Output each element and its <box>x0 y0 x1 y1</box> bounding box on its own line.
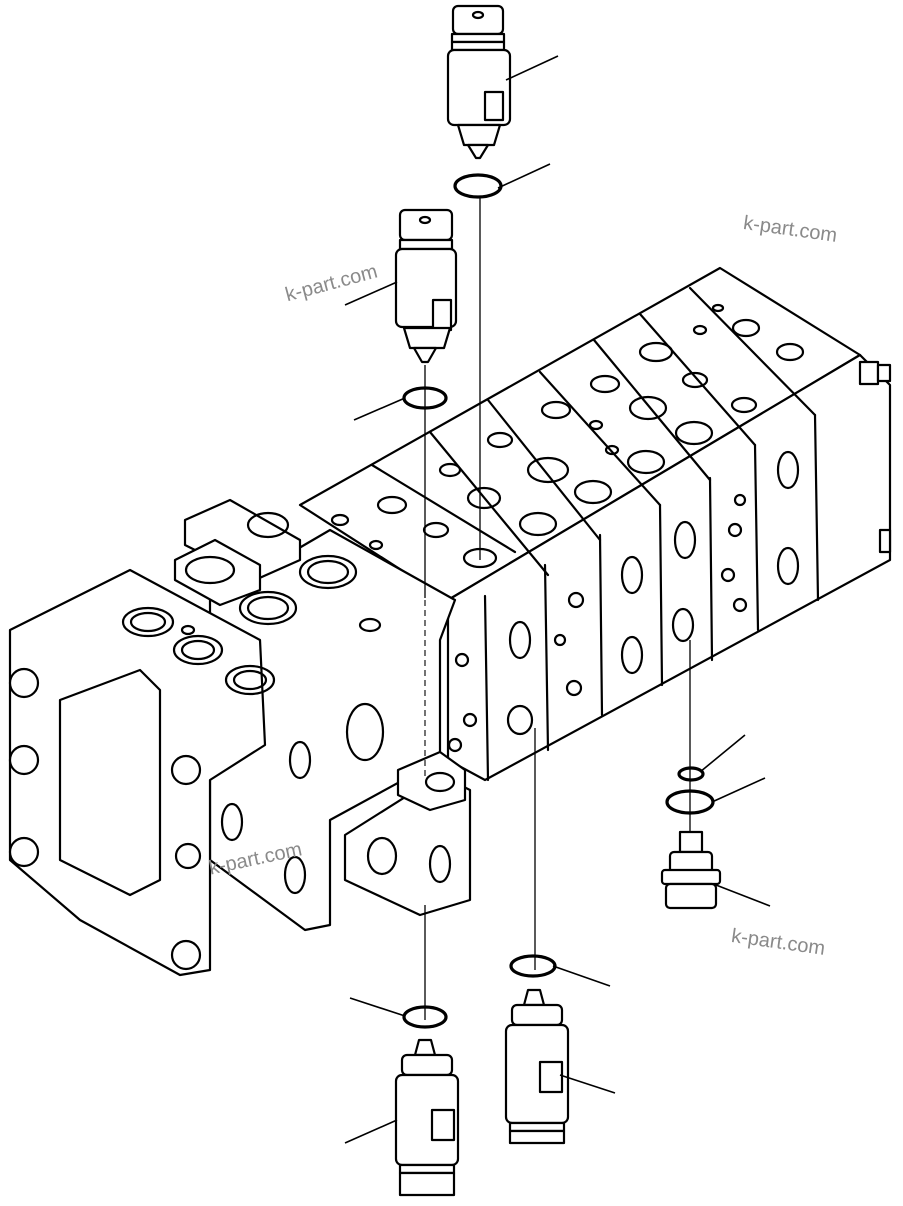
o-ring-small <box>677 766 705 782</box>
control-valve-body <box>8 266 892 977</box>
leader-lines <box>344 55 771 1144</box>
relief-valve-top <box>446 4 512 160</box>
relief-valve-bottom-left <box>394 1038 460 1197</box>
relief-valve-upper-left <box>394 208 458 364</box>
o-ring-5 <box>402 1005 448 1029</box>
assembly-axis-lines <box>424 198 691 1020</box>
o-ring-1 <box>453 173 503 199</box>
o-ring-4 <box>509 954 557 978</box>
plug-right <box>660 830 722 910</box>
relief-valve-bottom-right <box>504 988 570 1145</box>
